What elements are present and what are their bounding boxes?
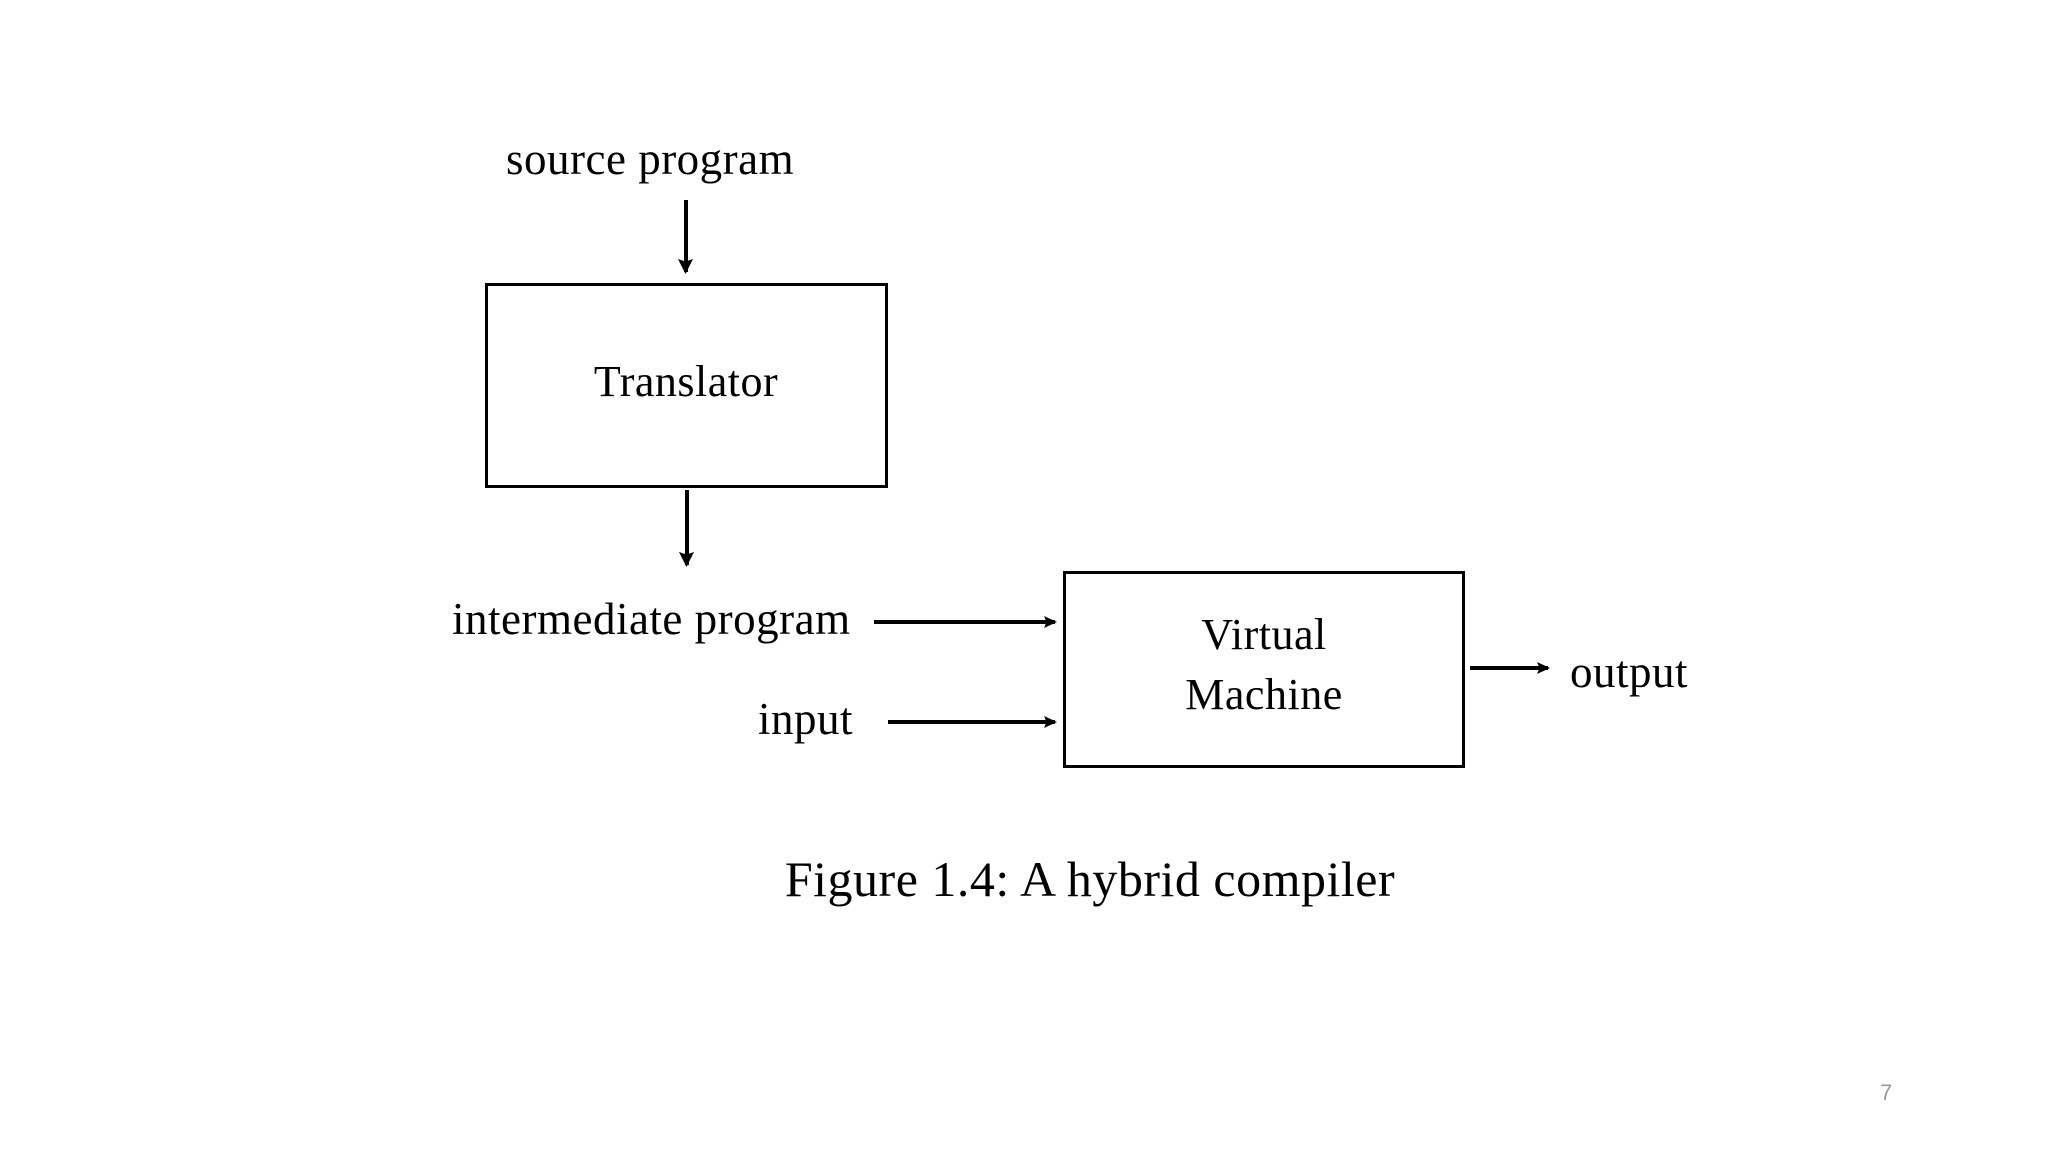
label-input: input bbox=[758, 694, 854, 744]
label-source-program: source program bbox=[506, 134, 795, 184]
label-output: output bbox=[1570, 647, 1689, 697]
box-translator bbox=[485, 283, 888, 488]
label-virtual-machine-line1: Virtual bbox=[1201, 610, 1327, 659]
label-translator: Translator bbox=[593, 357, 779, 406]
page-number: 7 bbox=[1880, 1080, 1893, 1105]
figure-caption: Figure 1.4: A hybrid compiler bbox=[784, 851, 1396, 907]
label-intermediate-program: intermediate program bbox=[452, 594, 851, 644]
box-virtual-machine bbox=[1063, 571, 1465, 768]
label-virtual-machine-line2: Machine bbox=[1185, 670, 1343, 719]
